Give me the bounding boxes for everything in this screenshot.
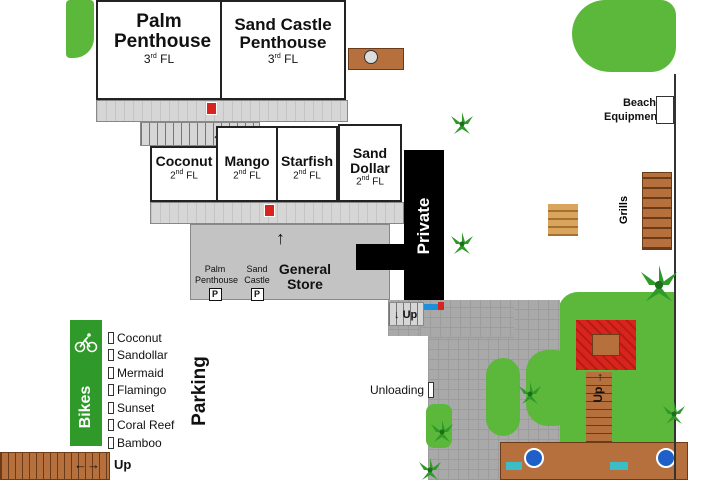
bikes-label: Bikes [77, 385, 94, 429]
palm-tree-icon [660, 400, 688, 428]
grills-label: Grills [618, 195, 630, 225]
parking-spot-label: Sandollar [117, 348, 168, 363]
sand-castle-penthouse-unit[interactable]: Sand Castle Penthouse 3rd FL [220, 0, 346, 100]
coconut-unit[interactable]: Coconut 2nd FL [150, 146, 218, 202]
sand-castle-penthouse-floor: 3rd FL [267, 51, 299, 66]
parking-spot-sunset[interactable]: Sunset [108, 399, 192, 417]
parking-spot-label: Flamingo [117, 383, 167, 398]
top-right-lawn [572, 0, 676, 72]
starfish-unit[interactable]: Starfish 2nd FL [276, 126, 338, 202]
door-marker-icon [424, 304, 438, 310]
parking-spot-marker [108, 436, 114, 449]
coconut-floor: 2nd FL [170, 168, 198, 182]
palm-penthouse-unit[interactable]: Palm Penthouse 3rd FL [96, 0, 222, 100]
palm-tree-icon [636, 262, 682, 308]
parking-sign-icon: P [250, 287, 264, 301]
bike-icon [74, 332, 98, 354]
parking-list: Coconut Sandollar Mermaid Flamingo Sunse… [108, 329, 192, 452]
mango-title: Mango [224, 153, 270, 169]
door-marker-red-icon [438, 302, 444, 310]
landing-marker-icon [364, 50, 378, 64]
palm-tree-icon [428, 418, 456, 446]
palm-penthouse-floor: 3rd FL [143, 51, 175, 66]
starfish-floor: 2nd FL [293, 168, 321, 182]
private-label: Private [414, 197, 433, 255]
umbrella-icon [656, 448, 676, 468]
parking-spot-sandollar[interactable]: Sandollar [108, 347, 192, 365]
private-block-lower [356, 244, 406, 270]
parking-spot-marker [108, 366, 114, 379]
store-parking-sand-castle: Sand Castle P [240, 264, 274, 301]
beach-equipment-label: Beach Equipment [604, 97, 661, 124]
parking-spot-marker [108, 419, 114, 432]
parking-spot-mermaid[interactable]: Mermaid [108, 364, 192, 382]
private-block [404, 150, 444, 300]
right-boundary-line [674, 74, 676, 480]
lounger-icon [506, 462, 522, 470]
upper-exit-icon [206, 102, 217, 115]
parking-spot-bamboo[interactable]: Bamboo [108, 434, 192, 452]
second-floor-walkway [150, 202, 404, 224]
bottom-left-up-label: ←→ [74, 457, 100, 472]
starfish-title: Starfish [280, 153, 334, 169]
bottom-left-up-text: Up [114, 457, 132, 472]
parking-sign-icon: P [208, 287, 222, 301]
store-parking-palm-label: Palm Penthouse [195, 264, 239, 285]
unloading-label: Unloading [370, 383, 425, 397]
parking-spot-label: Mermaid [117, 365, 164, 380]
parking-spot-coconut[interactable]: Coconut [108, 329, 192, 347]
store-parking-sand-castle-label: Sand Castle [244, 264, 270, 285]
sand-dollar-floor: 2nd FL [356, 175, 384, 188]
planter-left [486, 358, 520, 436]
parking-spot-coral-reef[interactable]: Coral Reef [108, 417, 192, 435]
pool-deck-shadow [388, 336, 428, 480]
courtyard-up-label: ↓ Up [394, 309, 418, 321]
palm-tree-icon [516, 380, 544, 408]
mango-floor: 2nd FL [233, 168, 261, 182]
mango-unit[interactable]: Mango 2nd FL [216, 126, 278, 202]
courtyard-stairs[interactable] [388, 302, 424, 326]
picnic-table-icon [548, 204, 578, 236]
palm-penthouse-title: Palm Penthouse [114, 11, 212, 52]
unloading-marker [428, 382, 434, 398]
planter-right [526, 350, 576, 426]
parking-spot-label: Coral Reef [117, 418, 175, 433]
palm-tree-icon [448, 110, 476, 138]
parking-spot-marker [108, 331, 114, 344]
planter-small [426, 404, 452, 448]
parking-spot-label: Coconut [117, 330, 162, 345]
general-store-label: General Store [278, 261, 332, 292]
sand-dollar-title: Sand Dollar [350, 145, 390, 176]
parking-label: Parking [189, 356, 210, 426]
parking-spot-label: Bamboo [117, 435, 162, 450]
lounger-icon [610, 462, 628, 470]
palm-tree-icon [416, 456, 444, 484]
parking-spot-marker [108, 384, 114, 397]
second-floor-exit-icon [264, 204, 275, 217]
left-lawn [66, 0, 94, 58]
parking-spot-label: Sunset [117, 400, 155, 415]
palm-tree-icon [448, 230, 476, 258]
umbrella-icon [524, 448, 544, 468]
parking-spot-marker [108, 401, 114, 414]
upper-walkway [96, 100, 348, 122]
side-up-label: Up → [591, 371, 605, 403]
grills-area [642, 172, 672, 250]
walkway-pavement [420, 300, 514, 338]
parking-spot-marker [108, 349, 114, 362]
fire-pit-table [592, 334, 620, 356]
sand-castle-penthouse-title: Sand Castle Penthouse [234, 15, 332, 52]
parking-spot-flamingo[interactable]: Flamingo [108, 382, 192, 400]
store-arrow-icon: ↑ [276, 228, 285, 248]
beach-equipment-shed [656, 96, 674, 124]
store-parking-palm: Palm Penthouse P [190, 264, 240, 301]
sand-dollar-unit[interactable]: Sand Dollar 2nd FL [338, 124, 402, 202]
coconut-title: Coconut [155, 153, 213, 169]
bottom-left-stairs[interactable] [0, 452, 110, 480]
side-stairs[interactable] [586, 372, 612, 442]
